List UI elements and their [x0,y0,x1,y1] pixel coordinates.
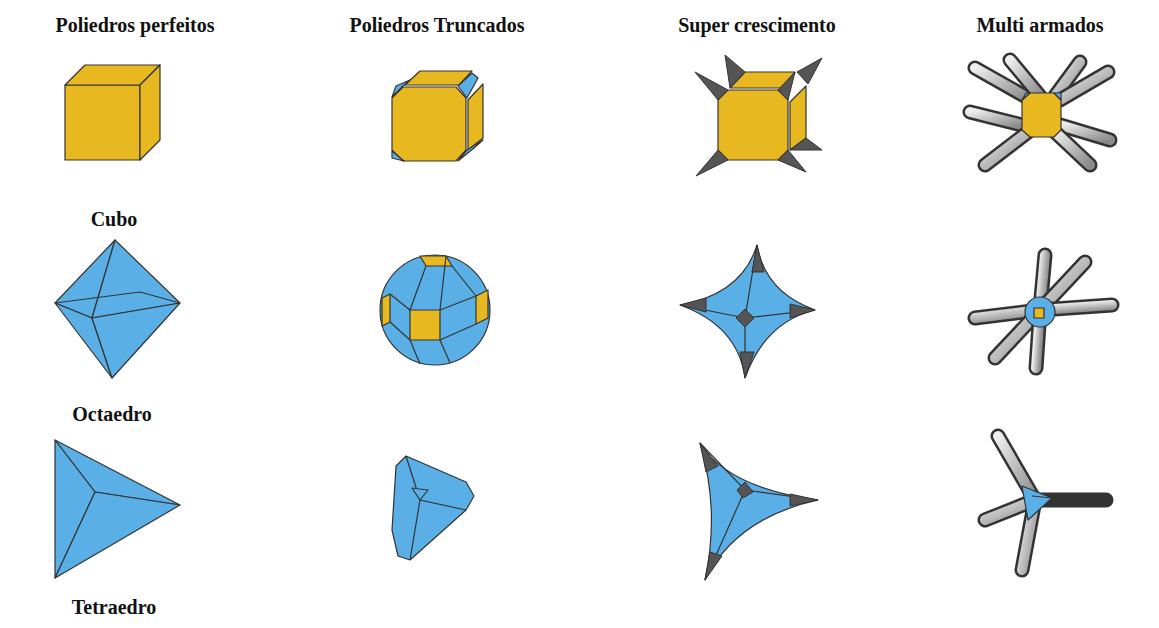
super-grown-cube [695,55,822,176]
column-heading: Multi armados [976,14,1103,37]
super-grown-tetrahedron [700,443,818,580]
column-heading: Poliedros Truncados [349,14,524,37]
truncated-tetrahedron [392,456,474,560]
shape-name: Cubo [91,208,138,231]
tetrahedron [55,440,180,578]
column-heading: Poliedros perfeitos [55,14,214,37]
column-heading: Super crescimento [678,14,836,37]
multi-armed-octahedron [975,255,1112,368]
multi-armed-cube [970,60,1110,165]
shape-name: Octaedro [72,403,152,426]
multi-armed-tetrahedron [985,436,1106,570]
super-grown-octahedron [680,245,815,378]
truncated-octahedron [380,255,490,365]
truncated-cube [392,71,483,161]
octahedron [55,240,180,378]
shape-name: Tetraedro [72,596,156,619]
cube [65,65,160,160]
